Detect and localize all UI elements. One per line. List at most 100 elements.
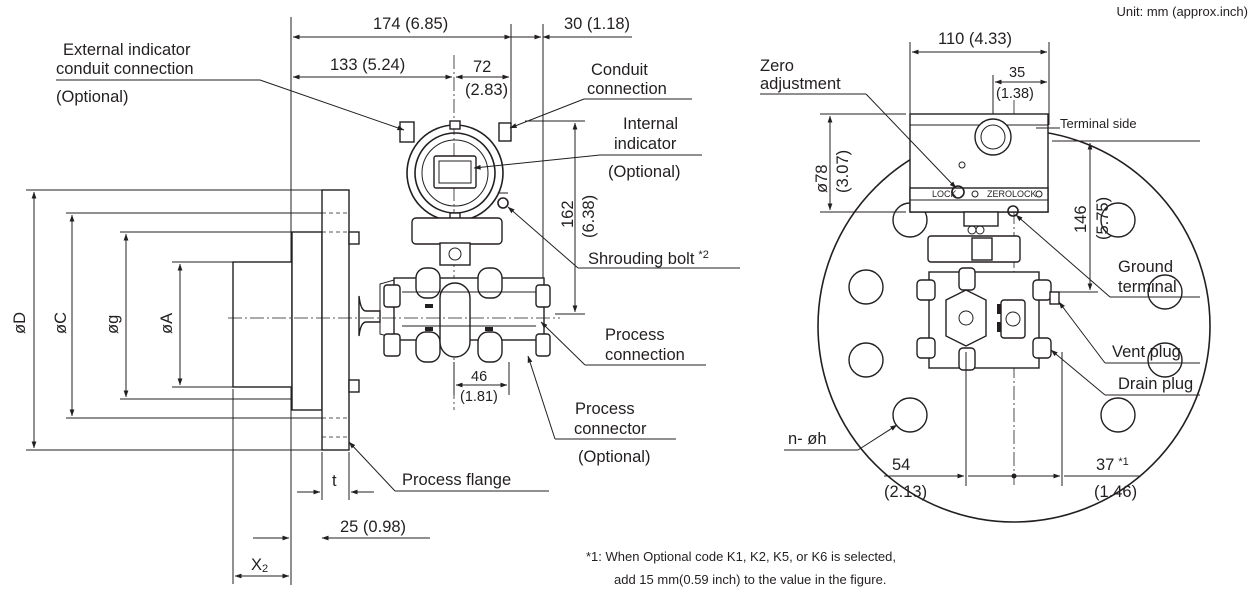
callout-internal-indicator: Internal indicator (Optional) xyxy=(473,115,702,181)
dimension-72-label: 72 xyxy=(473,58,491,76)
dimension-35-label: 35 xyxy=(1009,65,1025,81)
dimension-54-label: 54 xyxy=(892,456,910,474)
callout-bolt-holes-label: n- øh xyxy=(788,430,827,448)
callout-bolt-holes: n- øh xyxy=(784,424,898,451)
dimension-phi-a-label: øA xyxy=(158,313,176,334)
callout-drain-plug-label: Drain plug xyxy=(1118,375,1193,393)
dimension-54-inch: (2.13) xyxy=(884,483,927,501)
dimension-25-label: 25 (0.98) xyxy=(340,518,406,536)
callout-external-indicator-line1: External indicator xyxy=(63,41,191,59)
callout-internal-indicator-line1: Internal xyxy=(623,115,678,133)
callout-terminal-side: Terminal side xyxy=(1036,116,1200,142)
front-housing: LOCK ZERO LOCK xyxy=(909,113,1049,263)
dimension-174: 174 (6.85) xyxy=(292,15,542,40)
engraving-lock-right: LOCK xyxy=(1012,189,1037,199)
dimension-46-inch: (1.81) xyxy=(460,389,498,405)
front-flange xyxy=(817,129,1211,523)
callout-shrouding-bolt-label: Shrouding bolt*2 xyxy=(588,249,709,268)
dimension-t-label: t xyxy=(332,472,337,490)
engraving-lock-left: LOCK xyxy=(932,189,957,199)
callout-process-connection-line1: Process xyxy=(605,326,665,344)
dimension-72-inch: (2.83) xyxy=(465,81,508,99)
dimension-37-value: 37 xyxy=(1096,456,1114,474)
dimension-110-label: 110 (4.33) xyxy=(938,30,1012,48)
dimension-t: t xyxy=(297,452,374,500)
dimension-162-inch: (6.38) xyxy=(580,195,598,238)
callout-process-connection: Process connection xyxy=(540,321,706,366)
footnote-line2: add 15 mm(0.59 inch) to the value in the… xyxy=(614,572,886,587)
dimension-133-label: 133 (5.24) xyxy=(330,56,405,74)
callout-terminal-side-label: Terminal side xyxy=(1060,116,1137,131)
callout-zero-adjustment: Zero adjustment xyxy=(760,57,957,189)
dimension-37-inch: (1.46) xyxy=(1094,483,1137,501)
callout-conduit-connection: Conduit connection xyxy=(509,61,692,129)
callout-external-indicator-line2: conduit connection xyxy=(56,60,194,78)
dimension-phi-d: øD xyxy=(11,189,322,451)
unit-note: Unit: mm (approx.inch) xyxy=(1117,4,1248,19)
dimension-146-inch: (5.75) xyxy=(1094,197,1112,240)
dimension-54: 54 (2.13) xyxy=(884,352,1063,501)
engraving-zero: ZERO xyxy=(987,189,1012,199)
transmitter-housing xyxy=(399,120,512,266)
callout-ground-terminal-line1: Ground xyxy=(1118,258,1173,276)
callout-zero-adjustment-line2: adjustment xyxy=(760,75,841,93)
callout-process-flange-label: Process flange xyxy=(402,471,511,489)
dimension-30-label: 30 (1.18) xyxy=(564,15,630,33)
callout-process-flange: Process flange xyxy=(348,441,549,492)
callout-shrouding-bolt-text: Shrouding bolt xyxy=(588,250,695,268)
dimension-25: 25 (0.98) xyxy=(253,518,430,541)
callout-process-connector: Process connector (Optional) xyxy=(527,355,676,466)
dimension-37: 37 *1 (1.46) xyxy=(1016,456,1141,501)
dimension-x2: X2 xyxy=(232,389,290,584)
dimension-146: 146 (5.75) xyxy=(1052,140,1112,293)
callout-internal-indicator-line3: (Optional) xyxy=(608,163,680,181)
callout-external-indicator-line3: (Optional) xyxy=(56,88,128,106)
front-capsule xyxy=(916,267,1060,371)
dimension-133: 133 (5.24) xyxy=(292,56,453,80)
dimension-46: 46 (1.81) xyxy=(453,362,510,405)
dimension-110: 110 (4.33) xyxy=(911,30,1048,55)
dimension-phi-78-label: ø78 xyxy=(813,165,831,193)
dimension-phi-c-label: øC xyxy=(52,312,70,334)
dimension-30: 30 (1.18) xyxy=(490,15,632,40)
front-view: 110 (4.33) 35 (1.38) xyxy=(760,30,1211,523)
footnote-line1: *1: When Optional code K1, K2, K5, or K6… xyxy=(586,549,896,564)
dimension-72: 72 (2.83) xyxy=(455,58,510,99)
callout-shrouding-bolt: Shrouding bolt*2 xyxy=(507,206,740,269)
dimension-x2-main: X xyxy=(251,556,262,574)
capsule-body xyxy=(379,267,551,363)
dimension-162: 162 (6.38) xyxy=(525,120,598,315)
dimension-phi-a: øA xyxy=(158,261,233,388)
dimension-phi-78-inch: (3.07) xyxy=(834,150,852,193)
callout-conduit-connection-line1: Conduit xyxy=(591,61,648,79)
callout-shrouding-bolt-note: *2 xyxy=(698,249,708,261)
dimension-146-label: 146 xyxy=(1072,205,1090,233)
dimension-162-label: 162 xyxy=(559,200,577,228)
callout-ground-terminal-line2: terminal xyxy=(1118,278,1177,296)
callout-external-indicator: External indicator conduit connection (O… xyxy=(56,41,405,131)
dimension-35-inch: (1.38) xyxy=(996,86,1034,102)
callout-ground-terminal: Ground terminal xyxy=(1015,214,1200,298)
callout-process-connector-line1: Process xyxy=(575,400,635,418)
dimension-37-note: *1 xyxy=(1118,456,1128,468)
callout-process-connector-line2: connector xyxy=(574,420,647,438)
callout-conduit-connection-line2: connection xyxy=(587,80,667,98)
dimension-x2-sub: 2 xyxy=(262,563,268,575)
dimension-46-label: 46 xyxy=(471,369,487,385)
callout-zero-adjustment-line1: Zero xyxy=(760,57,794,75)
dimension-phi-g-label: øg xyxy=(104,315,122,334)
callout-drain-plug: Drain plug xyxy=(1050,349,1200,396)
callout-process-connector-line3: (Optional) xyxy=(578,448,650,466)
dimension-phi-c: øC xyxy=(52,212,322,419)
callout-vent-plug: Vent plug xyxy=(1058,301,1200,364)
dimension-phi-g: øg xyxy=(104,231,292,400)
dimension-37-label: 37 *1 xyxy=(1096,456,1129,474)
dimension-35: 35 (1.38) xyxy=(994,65,1048,102)
dimension-174-label: 174 (6.85) xyxy=(373,15,448,33)
dimension-x2-label: X2 xyxy=(251,556,268,575)
process-flange xyxy=(232,189,381,451)
callout-vent-plug-label: Vent plug xyxy=(1112,343,1181,361)
side-view: 174 (6.85) 30 (1.18) 133 (5.24) 72 (2.83… xyxy=(11,15,740,585)
callout-process-connection-line2: connection xyxy=(605,346,685,364)
